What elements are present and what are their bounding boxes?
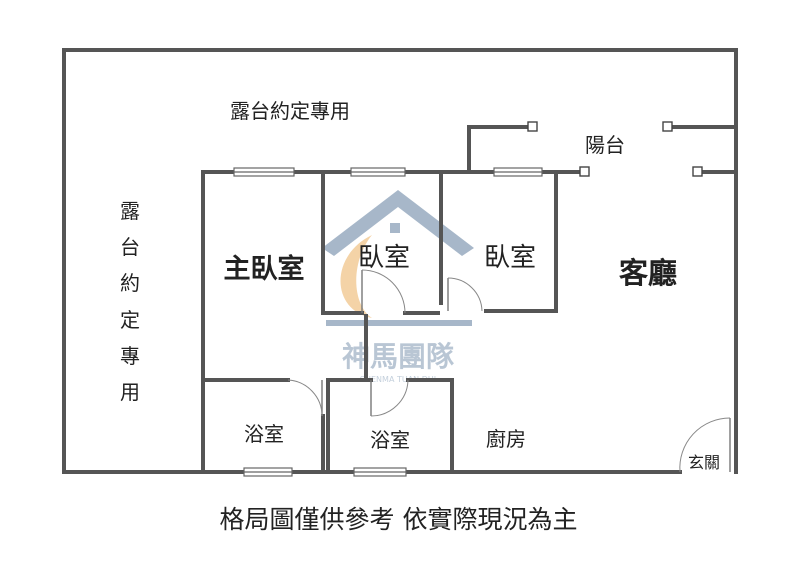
bedroom-2-label: 臥室 bbox=[484, 243, 536, 273]
balcony-wall-right bbox=[668, 125, 738, 174]
kitchen-label: 廚房 bbox=[486, 427, 526, 451]
terrace-side-label: 露 台 約 定 專 用 bbox=[120, 199, 140, 404]
watermark-chimney bbox=[390, 223, 400, 233]
watermark-brand: 神馬團隊 bbox=[342, 340, 455, 373]
svg-text:台: 台 bbox=[120, 235, 140, 259]
floor-plan-caption: 格局圖僅供參考 依實際現況為主 bbox=[219, 505, 578, 534]
terrace-top-label: 露台約定專用 bbox=[230, 99, 350, 123]
entrance-label: 玄關 bbox=[688, 453, 720, 472]
outer-wall bbox=[62, 48, 738, 474]
doors bbox=[287, 269, 731, 473]
balcony-wall-left bbox=[467, 125, 530, 174]
watermark-logo: 神馬團隊 SHENMA TUAN DUI bbox=[322, 190, 474, 384]
living-room-label: 客廳 bbox=[619, 256, 677, 290]
svg-text:露: 露 bbox=[120, 199, 140, 223]
watermark-base bbox=[326, 320, 472, 326]
master-bedroom-label: 主臥室 bbox=[224, 253, 305, 285]
bathroom-2-label: 浴室 bbox=[370, 428, 410, 452]
bedroom-1-label: 臥室 bbox=[358, 243, 410, 273]
bathroom-1-walls bbox=[201, 378, 325, 474]
svg-text:用: 用 bbox=[120, 380, 140, 404]
svg-text:專: 專 bbox=[120, 344, 140, 368]
bedroom-1-walls bbox=[321, 170, 440, 315]
svg-text:定: 定 bbox=[120, 308, 140, 332]
bedroom-2-walls bbox=[439, 170, 558, 313]
windows bbox=[233, 167, 543, 477]
watermark-subtitle: SHENMA TUAN DUI bbox=[360, 375, 436, 384]
posts bbox=[527, 121, 703, 177]
svg-text:約: 約 bbox=[120, 271, 140, 295]
bathroom-1-label: 浴室 bbox=[244, 422, 284, 446]
watermark-house-icon bbox=[322, 190, 474, 256]
floor-plan: 神馬團隊 SHENMA TUAN DUI bbox=[62, 48, 738, 477]
watermark-moon-icon bbox=[340, 235, 372, 318]
balcony-label: 陽台 bbox=[585, 133, 625, 157]
bathroom-2-walls bbox=[326, 378, 454, 474]
